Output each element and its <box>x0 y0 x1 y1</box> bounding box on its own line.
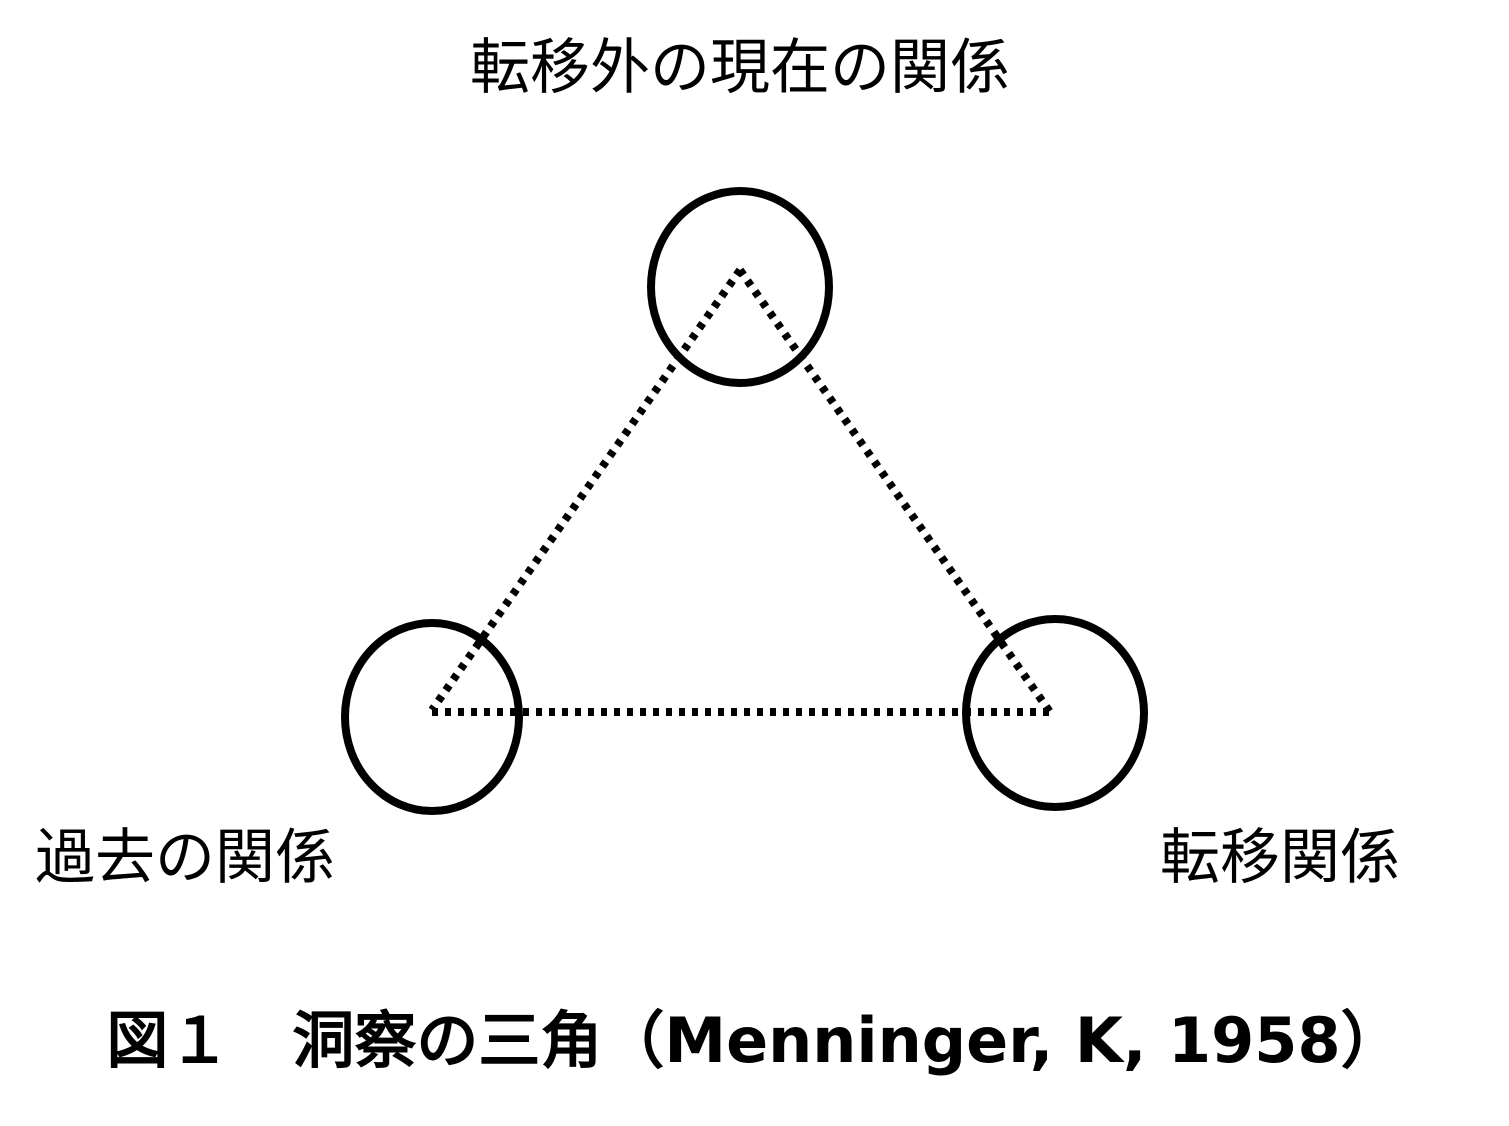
node-circle-right <box>962 615 1148 811</box>
left-node-label: 過去の関係 <box>35 823 335 893</box>
node-circle-left <box>341 619 523 815</box>
edge-top-right <box>736 267 1054 715</box>
node-circle-top <box>647 187 833 387</box>
right-node-label: 転移関係 <box>1160 823 1400 893</box>
top-node-label: 転移外の現在の関係 <box>470 33 1010 103</box>
figure-caption: 図１ 洞察の三角（Menninger, K, 1958） <box>106 1004 1403 1077</box>
edge-top-left <box>428 267 744 713</box>
